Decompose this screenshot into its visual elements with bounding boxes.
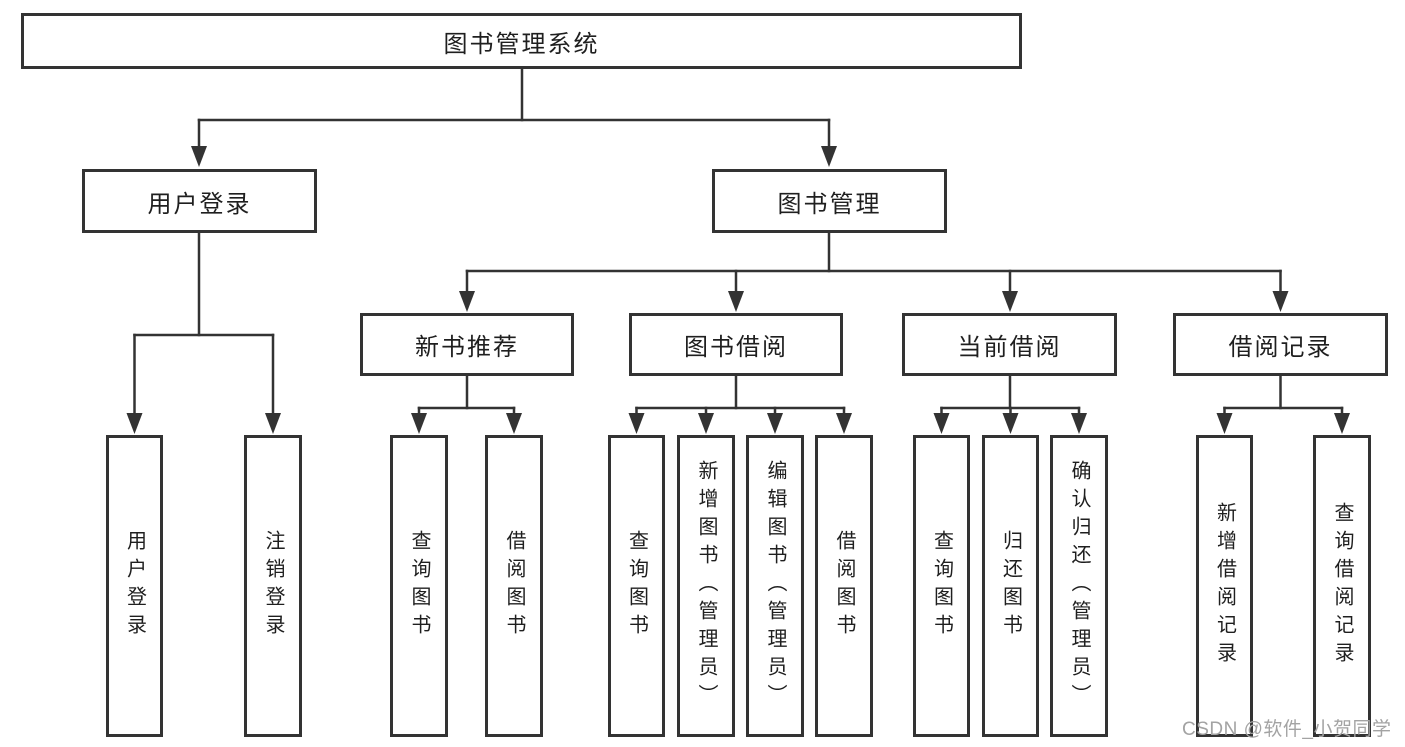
leaf-query-borrow-record: 查询借阅记录: [1313, 435, 1371, 737]
connector-bookmgmt-to-level3: [465, 231, 1282, 294]
connector-borrowrecords-to-leaves: [1223, 374, 1344, 416]
connector-userlogin-to-leaves: [133, 231, 275, 416]
node-library-management-system: 图书管理系统: [21, 13, 1022, 69]
leaf-query-books-current: 查询图书: [913, 435, 970, 737]
leaf-query-books-borrow: 查询图书: [608, 435, 665, 737]
leaf-edit-books-admin: 编辑图书（管理员）: [746, 435, 804, 737]
node-current-borrowing: 当前借阅: [902, 313, 1117, 376]
node-new-book-recommendation: 新书推荐: [360, 313, 574, 376]
leaf-user-login: 用户登录: [106, 435, 163, 737]
connector-root-to-level2: [197, 67, 831, 149]
arrowheads-level3: [459, 291, 1289, 312]
leaf-confirm-return-admin: 确认归还（管理员）: [1050, 435, 1108, 737]
connector-newbook-to-leaves: [417, 374, 516, 416]
leaf-add-borrow-record: 新增借阅记录: [1196, 435, 1253, 737]
csdn-watermark: CSDN @软件_小贺同学: [1182, 719, 1392, 740]
node-user-login: 用户登录: [82, 169, 317, 233]
node-book-management: 图书管理: [712, 169, 947, 233]
leaf-query-books-recommend: 查询图书: [390, 435, 448, 737]
leaf-logout: 注销登录: [244, 435, 302, 737]
leaf-return-books: 归还图书: [982, 435, 1039, 737]
leaf-add-books-admin: 新增图书（管理员）: [677, 435, 735, 737]
node-book-borrowing: 图书借阅: [629, 313, 843, 376]
node-borrowing-records: 借阅记录: [1173, 313, 1388, 376]
leaf-borrow-books: 借阅图书: [815, 435, 873, 737]
leaf-borrow-books-recommend: 借阅图书: [485, 435, 543, 737]
connector-currentborrow-to-leaves: [940, 374, 1081, 416]
arrowheads-level2: [191, 146, 837, 167]
connector-bookborrow-to-leaves: [635, 374, 846, 416]
arrowheads-leaves: [126, 413, 1350, 434]
